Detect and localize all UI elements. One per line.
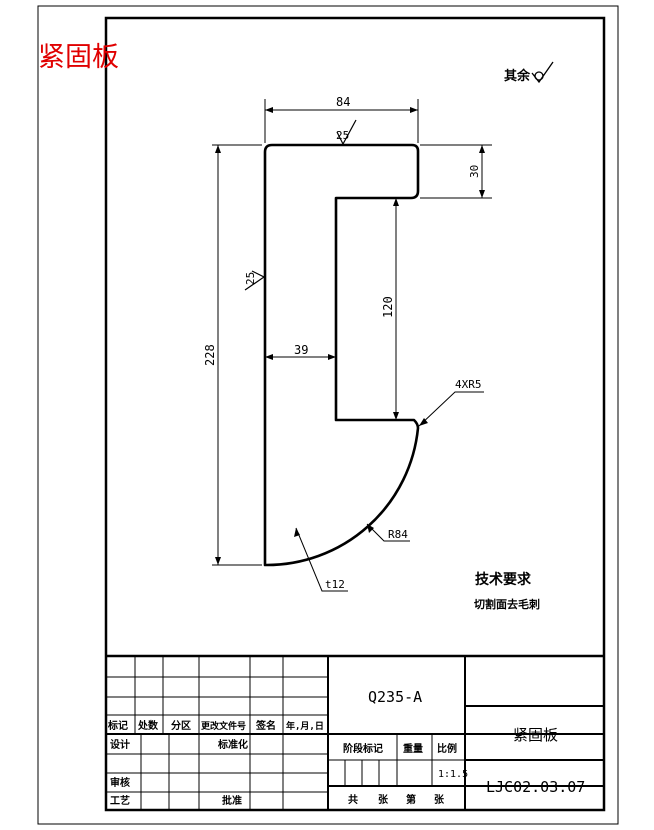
header-count: 处数 xyxy=(137,719,159,732)
label-stage-mark: 阶段标记 xyxy=(343,742,383,755)
dim-fillet: 4XR5 xyxy=(455,378,482,391)
label-weight: 重量 xyxy=(403,742,423,755)
drawing-frame xyxy=(104,16,606,812)
dimension-lines xyxy=(212,99,492,592)
dimension-arrows xyxy=(215,107,485,565)
dim-roughness-left: 25 xyxy=(244,272,257,285)
dim-slot-height: 120 xyxy=(381,296,395,318)
dim-height-top-lip: 30 xyxy=(468,165,481,178)
title-block xyxy=(106,654,604,810)
dim-width-top: 84 xyxy=(336,95,350,109)
roughness-symbol-icon xyxy=(531,61,554,84)
label-sheets-2: 张 xyxy=(434,793,445,806)
drawing-number-text: LJC02.03.07 xyxy=(486,778,585,796)
tech-requirements-title: 技术要求 xyxy=(475,571,532,588)
header-change-doc: 更改文件号 xyxy=(201,720,246,732)
dim-roughness-top: 25 xyxy=(336,129,349,142)
header-mark: 标记 xyxy=(107,719,128,732)
part-name-text: 紧固板 xyxy=(513,726,558,744)
header-date: 年,月,日 xyxy=(286,720,324,732)
label-sheets: 张 xyxy=(378,793,389,806)
label-sheet-no: 第 xyxy=(406,793,416,806)
roughness-mark-left-icon xyxy=(244,270,266,291)
label-ratio: 比例 xyxy=(437,742,457,755)
title-block-headers: 标记 处数 分区 更改文件号 签名 年,月,日 设计 标准化 审核 工艺 批准 … xyxy=(107,719,457,807)
header-zone: 分区 xyxy=(171,719,191,732)
material-text: Q235-A xyxy=(368,688,422,706)
sheet-outer-border xyxy=(37,5,619,825)
label-approve: 批准 xyxy=(222,794,242,807)
roughness-mark-top-icon xyxy=(336,119,357,146)
label-review: 审核 xyxy=(110,776,130,789)
dim-web-width: 39 xyxy=(294,343,308,357)
label-design: 设计 xyxy=(110,738,130,751)
corner-title: 紧固板 xyxy=(38,42,119,73)
dim-arc-radius: R84 xyxy=(388,528,408,541)
roughness-note-label: 其余 xyxy=(504,68,531,84)
label-process: 工艺 xyxy=(110,794,130,807)
scale-text: 1:1.5 xyxy=(438,769,468,780)
tech-requirements-item: 切割面去毛刺 xyxy=(474,597,540,611)
header-signature: 签名 xyxy=(255,719,276,732)
dim-thickness: t12 xyxy=(325,578,345,591)
label-total: 共 xyxy=(348,793,358,806)
part-outline xyxy=(263,143,420,567)
dim-overall-height: 228 xyxy=(203,344,217,366)
label-standardize: 标准化 xyxy=(217,738,248,751)
